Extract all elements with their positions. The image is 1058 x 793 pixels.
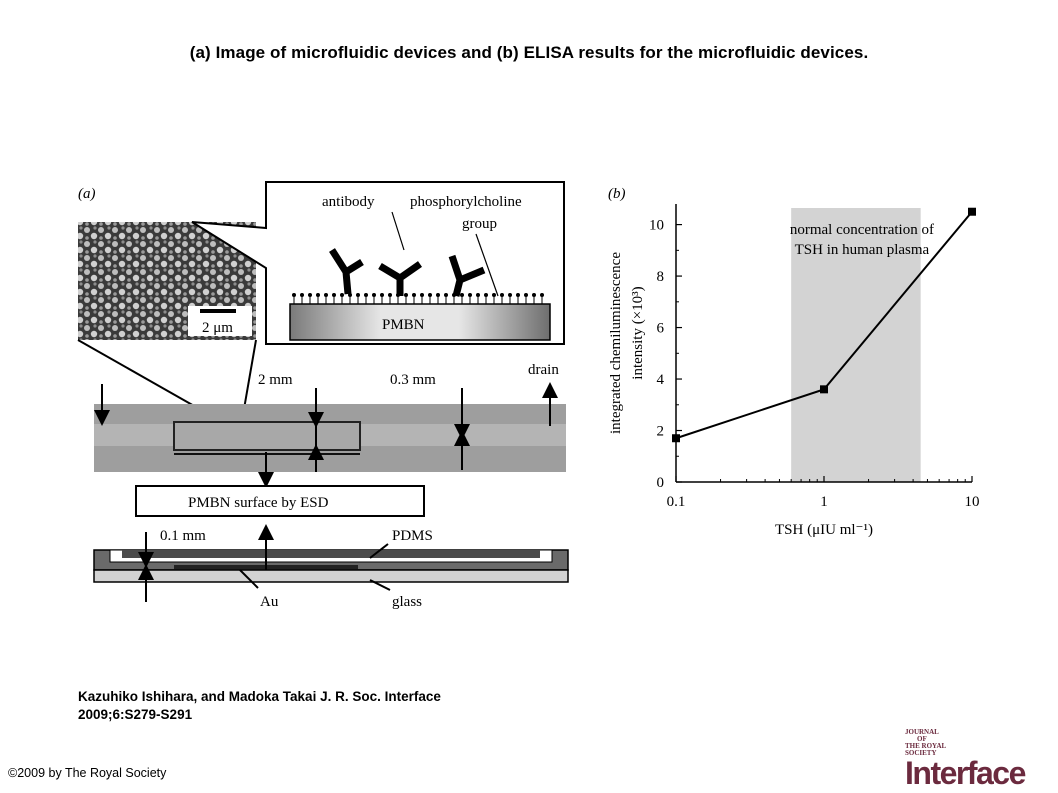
pc-group-head — [436, 293, 440, 297]
y-axis-label-1: integrated chemiluminescence — [608, 252, 624, 434]
pc-group-head — [476, 293, 480, 297]
pc-group-head — [508, 293, 512, 297]
pc-group-head — [388, 293, 392, 297]
panel-b-label: (b) — [608, 186, 626, 202]
y-tick-label: 0 — [657, 475, 665, 491]
pc-group-head — [404, 293, 408, 297]
pc-group-head — [532, 293, 536, 297]
pc-group-head — [428, 293, 432, 297]
pc-group-head — [500, 293, 504, 297]
pc-group-head — [308, 293, 312, 297]
x-tick-label: 0.1 — [667, 494, 686, 510]
pc-group-head — [356, 293, 360, 297]
data-point — [820, 385, 828, 394]
citation-line-2: 2009;6:S279-S291 — [78, 707, 193, 722]
panel-b-chart: (b) normal concentration of TSH in human … — [608, 186, 980, 538]
citation: Kazuhiko Ishihara, and Madoka Takai J. R… — [78, 688, 441, 724]
x-axis-label: TSH (μIU ml⁻¹) — [775, 522, 873, 538]
glass-label: glass — [392, 594, 422, 610]
x-tick-label: 10 — [965, 494, 980, 510]
citation-line-1: Kazuhiko Ishihara, and Madoka Takai J. R… — [78, 689, 441, 704]
pc-group-head — [420, 293, 424, 297]
dim-01mm-label: 0.1 mm — [160, 528, 206, 544]
pc-group-head — [372, 293, 376, 297]
pc-group-head — [412, 293, 416, 297]
pdms-label: PDMS — [392, 528, 433, 544]
scale-bar-label: 2 μm — [202, 320, 233, 336]
pc-group-head — [444, 293, 448, 297]
pc-group-head — [468, 293, 472, 297]
y-axis-label-2: intensity (×10³) — [630, 286, 646, 379]
pc-group-head — [332, 293, 336, 297]
x-tick-label: 1 — [820, 494, 828, 510]
antibody-icons — [329, 248, 486, 297]
logo-society-2: SOCIETY — [905, 749, 937, 757]
pc-group-head — [516, 293, 520, 297]
normal-range-band — [791, 208, 921, 482]
pc-group-head — [484, 293, 488, 297]
pc-group-head — [452, 293, 456, 297]
antibody-label: antibody — [322, 194, 375, 210]
panel-a-figure: (a) 2 μm antibody phosphorylcholine grou… — [77, 181, 569, 610]
logo-of: OF — [917, 735, 927, 743]
pc-group-head — [364, 293, 368, 297]
pc-group-head — [300, 293, 304, 297]
normal-range-label-1: normal concentration of — [790, 222, 934, 238]
pc-group-head — [324, 293, 328, 297]
pc-group-head — [340, 293, 344, 297]
flow-arrows — [94, 382, 558, 488]
pc-group-head — [396, 293, 400, 297]
pc-group-head — [316, 293, 320, 297]
journal-logo: JOURNAL OF THE ROYAL SOCIETY Interface — [905, 728, 1026, 790]
data-point — [672, 434, 680, 443]
au-label: Au — [260, 594, 279, 610]
pmbn-label: PMBN — [382, 317, 425, 333]
normal-range-label-2: TSH in human plasma — [795, 242, 930, 258]
slide-title: (a) Image of microfluidic devices and (b… — [189, 43, 869, 62]
pc-group-label-2: group — [462, 216, 497, 232]
data-point — [968, 207, 976, 216]
y-tick-label: 10 — [649, 218, 664, 234]
copyright: ©2009 by The Royal Society — [8, 766, 167, 780]
pc-group-head — [292, 293, 296, 297]
pc-group-head — [524, 293, 528, 297]
drain-label: drain — [528, 362, 559, 378]
pc-group-head — [540, 293, 544, 297]
logo-society-1: THE ROYAL — [905, 742, 947, 750]
pmbn-substrate — [289, 303, 551, 341]
surface-label: PMBN surface by ESD — [188, 495, 329, 511]
y-tick-label: 2 — [657, 424, 665, 440]
glass-layer — [93, 569, 569, 583]
logo-interface: Interface — [905, 755, 1026, 791]
panel-a-label: (a) — [78, 186, 96, 202]
surface-box — [135, 485, 425, 517]
logo-journal: JOURNAL — [905, 728, 939, 736]
dim-03mm-label: 0.3 mm — [390, 372, 436, 388]
pc-group-head — [348, 293, 352, 297]
pc-group-head — [380, 293, 384, 297]
y-tick-label: 4 — [657, 372, 665, 388]
dim-2mm-label: 2 mm — [258, 372, 293, 388]
pc-group-label-1: phosphorylcholine — [410, 194, 522, 210]
y-tick-label: 8 — [657, 269, 665, 285]
pc-group-head — [492, 293, 496, 297]
y-tick-label: 6 — [657, 321, 665, 337]
pc-group-head — [460, 293, 464, 297]
